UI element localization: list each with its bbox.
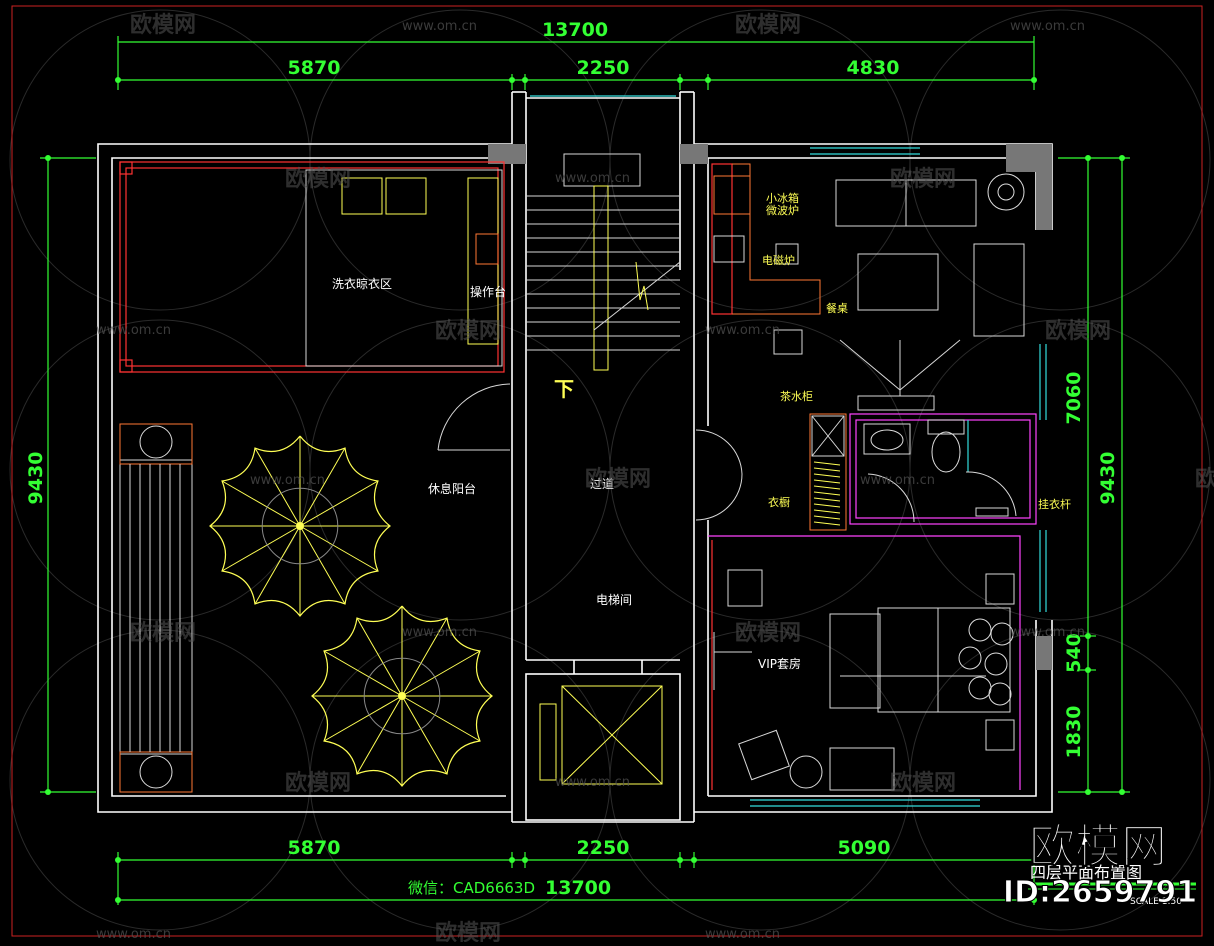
label-laundry: 洗衣晾衣区 <box>332 276 392 291</box>
watermark-brand: 欧模网 <box>130 12 196 38</box>
watermark-url: www.om.cn <box>402 625 477 640</box>
dim-top-total: 13700 <box>542 19 608 41</box>
label-wardrobe: 衣橱 <box>768 495 790 509</box>
label-stair-down: 下 <box>554 377 574 401</box>
label-hanger-rod: 挂衣杆 <box>1038 497 1071 511</box>
dim-bottom-right: 5090 <box>838 837 891 859</box>
watermark-url: www.om.cn <box>705 323 780 338</box>
dim-right-total: 9430 <box>1097 452 1119 505</box>
kitchenette: 小冰箱 微波炉 电磁炉 餐桌 <box>711 163 1025 396</box>
watermark-url: www.om.cn <box>96 927 171 942</box>
bath-and-wardrobe: 茶水柜 衣橱 挂衣杆 <box>695 390 1071 531</box>
title-block: 四层平面布置图 SCALE 1:50 <box>1028 863 1196 907</box>
watermark-brand: 欧模网 <box>735 12 801 38</box>
label-fridge-2: 微波炉 <box>766 203 799 217</box>
columns <box>488 144 1052 670</box>
watermark-brand: 欧模网 <box>285 166 351 192</box>
drawing-scale: SCALE 1:50 <box>1130 897 1182 907</box>
watermark-brand: 欧模网 <box>890 770 956 796</box>
dim-top-left: 5870 <box>288 57 341 79</box>
watermark-brand: 欧模网 <box>130 620 196 646</box>
left-dimensions: 9430 <box>25 155 96 795</box>
watermark-brand: 欧模网 <box>285 770 351 796</box>
watermark-brand: 欧模网 <box>1045 318 1111 344</box>
laundry-area: 洗衣晾衣区 操作台 <box>119 161 506 373</box>
label-elevator-hall: 电梯间 <box>596 593 632 607</box>
vip-suite: VIP套房 <box>708 535 1021 791</box>
dim-bottom-mid: 2250 <box>577 837 630 859</box>
label-vip-suite: VIP套房 <box>758 656 801 671</box>
dim-top-mid: 2250 <box>577 57 630 79</box>
watermark-url: www.om.cn <box>1010 19 1085 34</box>
watermark-url: www.om.cn <box>705 927 780 942</box>
label-dining: 餐桌 <box>826 301 848 315</box>
watermark-url: www.om.cn <box>555 171 630 186</box>
bottom-dimensions: 5870 2250 5090 微信：CAD6663D 13700 <box>115 837 1037 905</box>
watermark-circles <box>9 9 1211 931</box>
top-dimensions: 13700 5870 2250 4830 <box>115 19 1037 90</box>
dim-bottom-left: 5870 <box>288 837 341 859</box>
corner-logo: 欧模网 ID:2659791 <box>1002 819 1197 911</box>
label-induction: 电磁炉 <box>762 254 795 267</box>
right-dimensions: 7060 540 1830 9430 <box>1058 155 1130 795</box>
watermarks: 欧模网 欧模网 欧模网 欧模网 欧模网 欧模网 欧模网 欧模网 欧模网 欧模网 … <box>96 12 1214 946</box>
terrace: 休息阳台 <box>119 383 511 793</box>
watermark-url: www.om.cn <box>402 19 477 34</box>
dim-bottom-total: 13700 <box>545 877 611 899</box>
dim-right-mid: 540 <box>1063 633 1085 673</box>
watermark-url: www.om.cn <box>555 775 630 790</box>
label-counter: 操作台 <box>470 284 506 299</box>
label-terrace: 休息阳台 <box>428 481 476 496</box>
watermark-url: www.om.cn <box>860 473 935 488</box>
watermark-brand: 欧模网 <box>890 166 956 192</box>
windows <box>530 95 1047 807</box>
dim-right-lower: 1830 <box>1063 706 1085 759</box>
watermark-url: www.om.cn <box>250 473 325 488</box>
watermark-brand: 欧模网 <box>585 466 651 492</box>
label-tea-cabinet: 茶水柜 <box>780 390 813 403</box>
watermark-brand: 欧模网 <box>735 620 801 646</box>
watermark-url: www.om.cn <box>96 323 171 338</box>
watermark-brand: 欧模网 <box>435 920 501 942</box>
umbrella-table-2 <box>311 605 493 787</box>
watermark-brand: 欧模网 <box>1195 466 1214 492</box>
label-corridor: 过道 <box>590 477 614 491</box>
staircase: 下 过道 电梯间 <box>526 153 681 785</box>
corner-logo-id: ID:2659791 <box>1003 875 1197 910</box>
umbrella-table-1 <box>209 435 391 617</box>
dim-top-right: 4830 <box>847 57 900 79</box>
label-fridge-1: 小冰箱 <box>766 191 799 205</box>
watermark-url: www.om.cn <box>1010 625 1085 640</box>
drawing-title: 四层平面布置图 <box>1030 863 1142 882</box>
dim-left-total: 9430 <box>25 452 47 505</box>
sheet-border <box>11 5 1203 937</box>
dim-right-upper: 7060 <box>1063 372 1085 425</box>
corner-logo-brand: 欧模网 <box>1029 819 1167 873</box>
wechat-note: 微信：CAD6663D <box>408 879 535 897</box>
watermark-brand: 欧模网 <box>435 318 501 344</box>
